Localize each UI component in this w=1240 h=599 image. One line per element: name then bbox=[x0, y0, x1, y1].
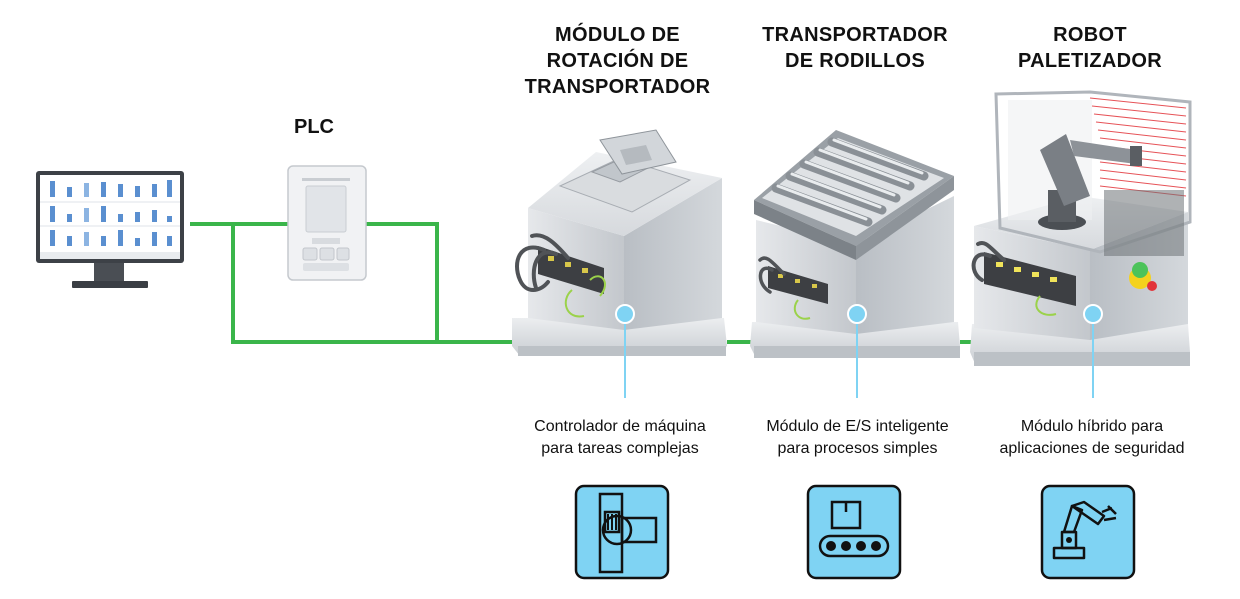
stage-title-line: TRANSPORTADOR bbox=[524, 76, 711, 98]
stage-description-robot: Módulo híbrido para aplicaciones de segu… bbox=[972, 416, 1212, 460]
machine-palletizing-robot bbox=[970, 90, 1192, 366]
robot-arm-icon bbox=[1040, 484, 1136, 580]
roller-conveyor-icon bbox=[806, 484, 902, 580]
callout-stage-1 bbox=[615, 304, 635, 398]
network-lines bbox=[190, 222, 976, 344]
description-line: aplicaciones de seguridad bbox=[999, 440, 1185, 457]
description-line: Controlador de máquina bbox=[534, 418, 706, 435]
stage-title-line: TRANSPORTADOR bbox=[762, 24, 948, 46]
machine-roller-conveyor bbox=[750, 130, 960, 358]
stage-title-roller: TRANSPORTADOR DE RODILLOS bbox=[740, 22, 970, 74]
description-line: Módulo de E/S inteligente bbox=[766, 418, 949, 435]
description-line: para tareas complejas bbox=[541, 440, 699, 457]
stage-title-line: PALETIZADOR bbox=[1017, 50, 1163, 72]
description-line: Módulo híbrido para bbox=[1020, 418, 1164, 435]
stage-title-line: DE RODILLOS bbox=[785, 50, 925, 72]
line-branch-down bbox=[231, 224, 520, 344]
stage-title-rotation: MÓDULO DE ROTACIÓN DE TRANSPORTADOR bbox=[505, 22, 730, 100]
stage-description-rotation: Controlador de máquina para tareas compl… bbox=[500, 416, 740, 460]
callout-stage-2 bbox=[847, 304, 867, 398]
monitor-icon bbox=[36, 171, 184, 288]
stage-title-line: MÓDULO DE bbox=[555, 24, 680, 46]
callout-stage-3 bbox=[1083, 304, 1103, 398]
stage-title-line: ROBOT bbox=[1053, 24, 1127, 46]
stage-title-robot: ROBOT PALETIZADOR bbox=[990, 22, 1190, 74]
plc-label: PLC bbox=[294, 116, 334, 138]
stage-title-line: ROTACIÓN DE bbox=[546, 50, 689, 72]
plc-device bbox=[287, 165, 367, 281]
machine-conveyor-rotation bbox=[512, 129, 727, 356]
line-plc-right bbox=[366, 222, 439, 342]
stage-description-roller: Módulo de E/S inteligente para procesos … bbox=[735, 416, 980, 460]
conveyor-rotation-icon bbox=[574, 484, 670, 580]
description-line: para procesos simples bbox=[777, 440, 938, 457]
